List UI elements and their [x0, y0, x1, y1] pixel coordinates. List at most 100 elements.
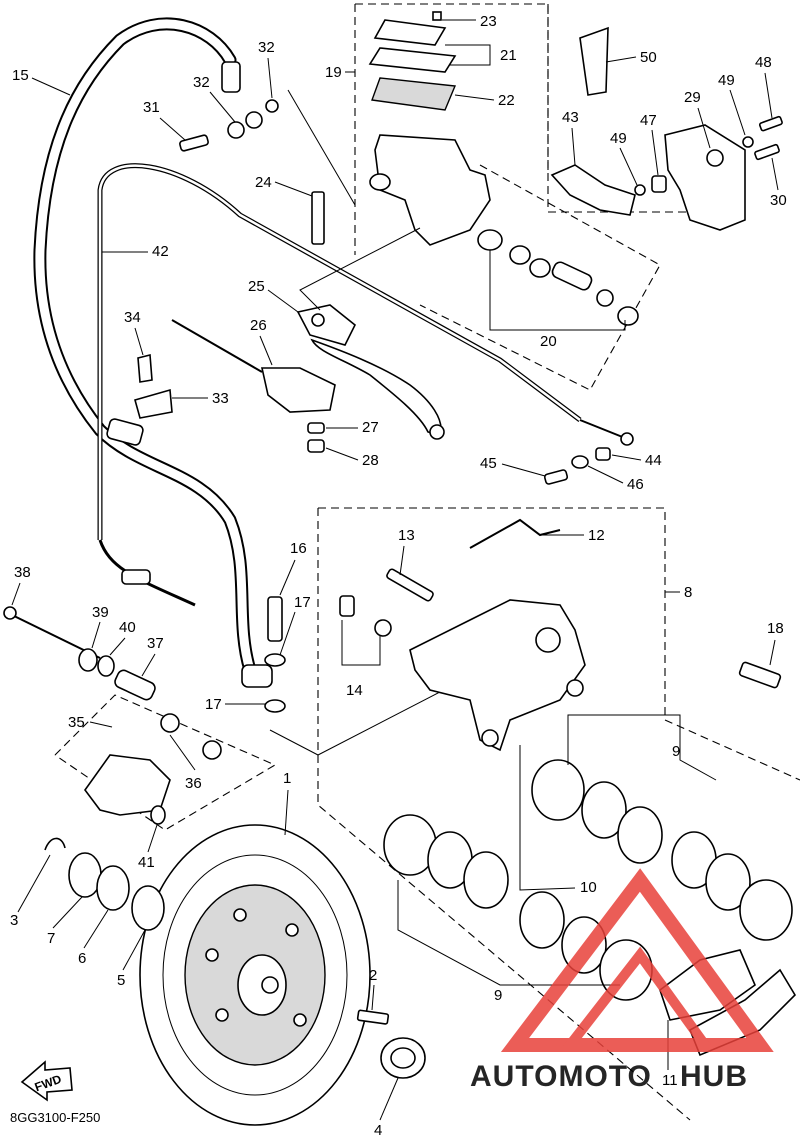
watermark-logo: AUTOMOTO HUB: [470, 868, 774, 1093]
svg-text:6: 6: [78, 950, 86, 967]
svg-text:49: 49: [718, 72, 735, 89]
svg-text:5: 5: [117, 972, 125, 989]
svg-text:47: 47: [640, 112, 657, 129]
callout-16: 16: [279, 540, 307, 596]
watermark-text-hub: HUB: [680, 1060, 748, 1093]
svg-text:43: 43: [562, 109, 579, 126]
callout-49a: 49: [718, 72, 746, 136]
svg-text:37: 37: [147, 635, 164, 652]
brake-disc: [139, 824, 371, 1126]
svg-text:7: 7: [47, 930, 55, 947]
callout-29: 29: [684, 89, 711, 149]
callout-33: 33: [172, 390, 229, 407]
callout-17a: 17: [279, 594, 311, 656]
svg-text:28: 28: [362, 452, 379, 469]
svg-text:35: 35: [68, 714, 85, 731]
svg-text:29: 29: [684, 89, 701, 106]
callout-45: 45: [480, 455, 546, 477]
callout-32b: 32: [258, 39, 275, 99]
svg-text:24: 24: [255, 174, 272, 191]
callout-44: 44: [611, 452, 662, 469]
svg-text:11: 11: [662, 1072, 678, 1089]
callout-24: 24: [255, 174, 313, 197]
callout-18: 18: [767, 620, 784, 666]
svg-text:3: 3: [10, 912, 18, 929]
svg-text:33: 33: [212, 390, 229, 407]
svg-text:18: 18: [767, 620, 784, 637]
callout-42: 42: [102, 243, 169, 260]
svg-text:31: 31: [143, 99, 160, 116]
svg-text:42: 42: [152, 243, 169, 260]
svg-text:1: 1: [283, 770, 291, 787]
rear-lever-assembly: [550, 26, 783, 231]
svg-text:4: 4: [374, 1122, 382, 1137]
svg-text:19: 19: [325, 64, 342, 81]
callout-41: 41: [138, 824, 158, 871]
callout-15: 15: [12, 67, 71, 96]
callout-39: 39: [91, 604, 109, 649]
callout-7: 7: [47, 896, 83, 947]
svg-text:48: 48: [755, 54, 772, 71]
callout-1: 1: [283, 770, 291, 836]
callout-49b: 49: [610, 130, 638, 186]
callout-43: 43: [562, 109, 579, 166]
svg-text:34: 34: [124, 309, 141, 326]
callout-34: 34: [124, 309, 144, 356]
svg-text:27: 27: [362, 419, 379, 436]
svg-text:12: 12: [588, 527, 605, 544]
svg-text:16: 16: [290, 540, 307, 557]
svg-text:17: 17: [205, 696, 222, 713]
callout-2: 2: [369, 967, 377, 1011]
svg-text:30: 30: [770, 192, 787, 209]
callout-50: 50: [605, 49, 657, 66]
svg-text:40: 40: [119, 619, 136, 636]
callout-27: 27: [326, 419, 379, 436]
watermark-inner-triangle-icon: [559, 946, 715, 1050]
svg-text:10: 10: [580, 879, 597, 896]
callout-35: 35: [68, 714, 113, 731]
svg-text:36: 36: [185, 775, 202, 792]
svg-text:2: 2: [369, 967, 377, 984]
svg-text:46: 46: [627, 476, 644, 493]
fwd-arrow: FWD: [20, 1060, 73, 1102]
callout-25: 25: [248, 278, 299, 313]
callout-36: 36: [169, 734, 202, 792]
svg-text:44: 44: [645, 452, 662, 469]
svg-text:50: 50: [640, 49, 657, 66]
svg-text:39: 39: [92, 604, 109, 621]
callout-22: 22: [454, 92, 515, 109]
small-parts-lower-left: [3, 606, 426, 1079]
callout-37: 37: [141, 635, 164, 677]
master-cylinder-assembly: [296, 11, 639, 440]
callout-4: 4: [374, 1077, 399, 1139]
callout-10: 10: [519, 745, 597, 896]
svg-text:9: 9: [494, 987, 502, 1004]
svg-text:45: 45: [480, 455, 497, 472]
svg-text:25: 25: [248, 278, 265, 295]
callout-31: 31: [143, 99, 186, 141]
callout-47: 47: [640, 112, 659, 176]
svg-text:20: 20: [540, 333, 557, 350]
svg-text:8: 8: [684, 584, 692, 601]
callout-21: 21: [445, 44, 517, 66]
small-parts-upper: [134, 99, 611, 485]
callout-20: 20: [489, 250, 626, 350]
svg-text:32: 32: [258, 39, 275, 56]
svg-text:17: 17: [294, 594, 311, 611]
callout-12: 12: [540, 527, 605, 544]
callout-48: 48: [755, 54, 773, 119]
svg-text:26: 26: [250, 317, 267, 334]
svg-text:23: 23: [480, 13, 497, 30]
callout-13: 13: [398, 527, 415, 576]
svg-text:38: 38: [14, 564, 31, 581]
callout-46: 46: [587, 465, 644, 493]
cable-42: [97, 163, 634, 607]
callout-5: 5: [117, 929, 146, 989]
callout-9a: 9: [567, 714, 717, 781]
callout-32a: 32: [193, 74, 236, 123]
svg-text:22: 22: [498, 92, 515, 109]
svg-text:9: 9: [672, 743, 680, 760]
svg-text:49: 49: [610, 130, 627, 147]
